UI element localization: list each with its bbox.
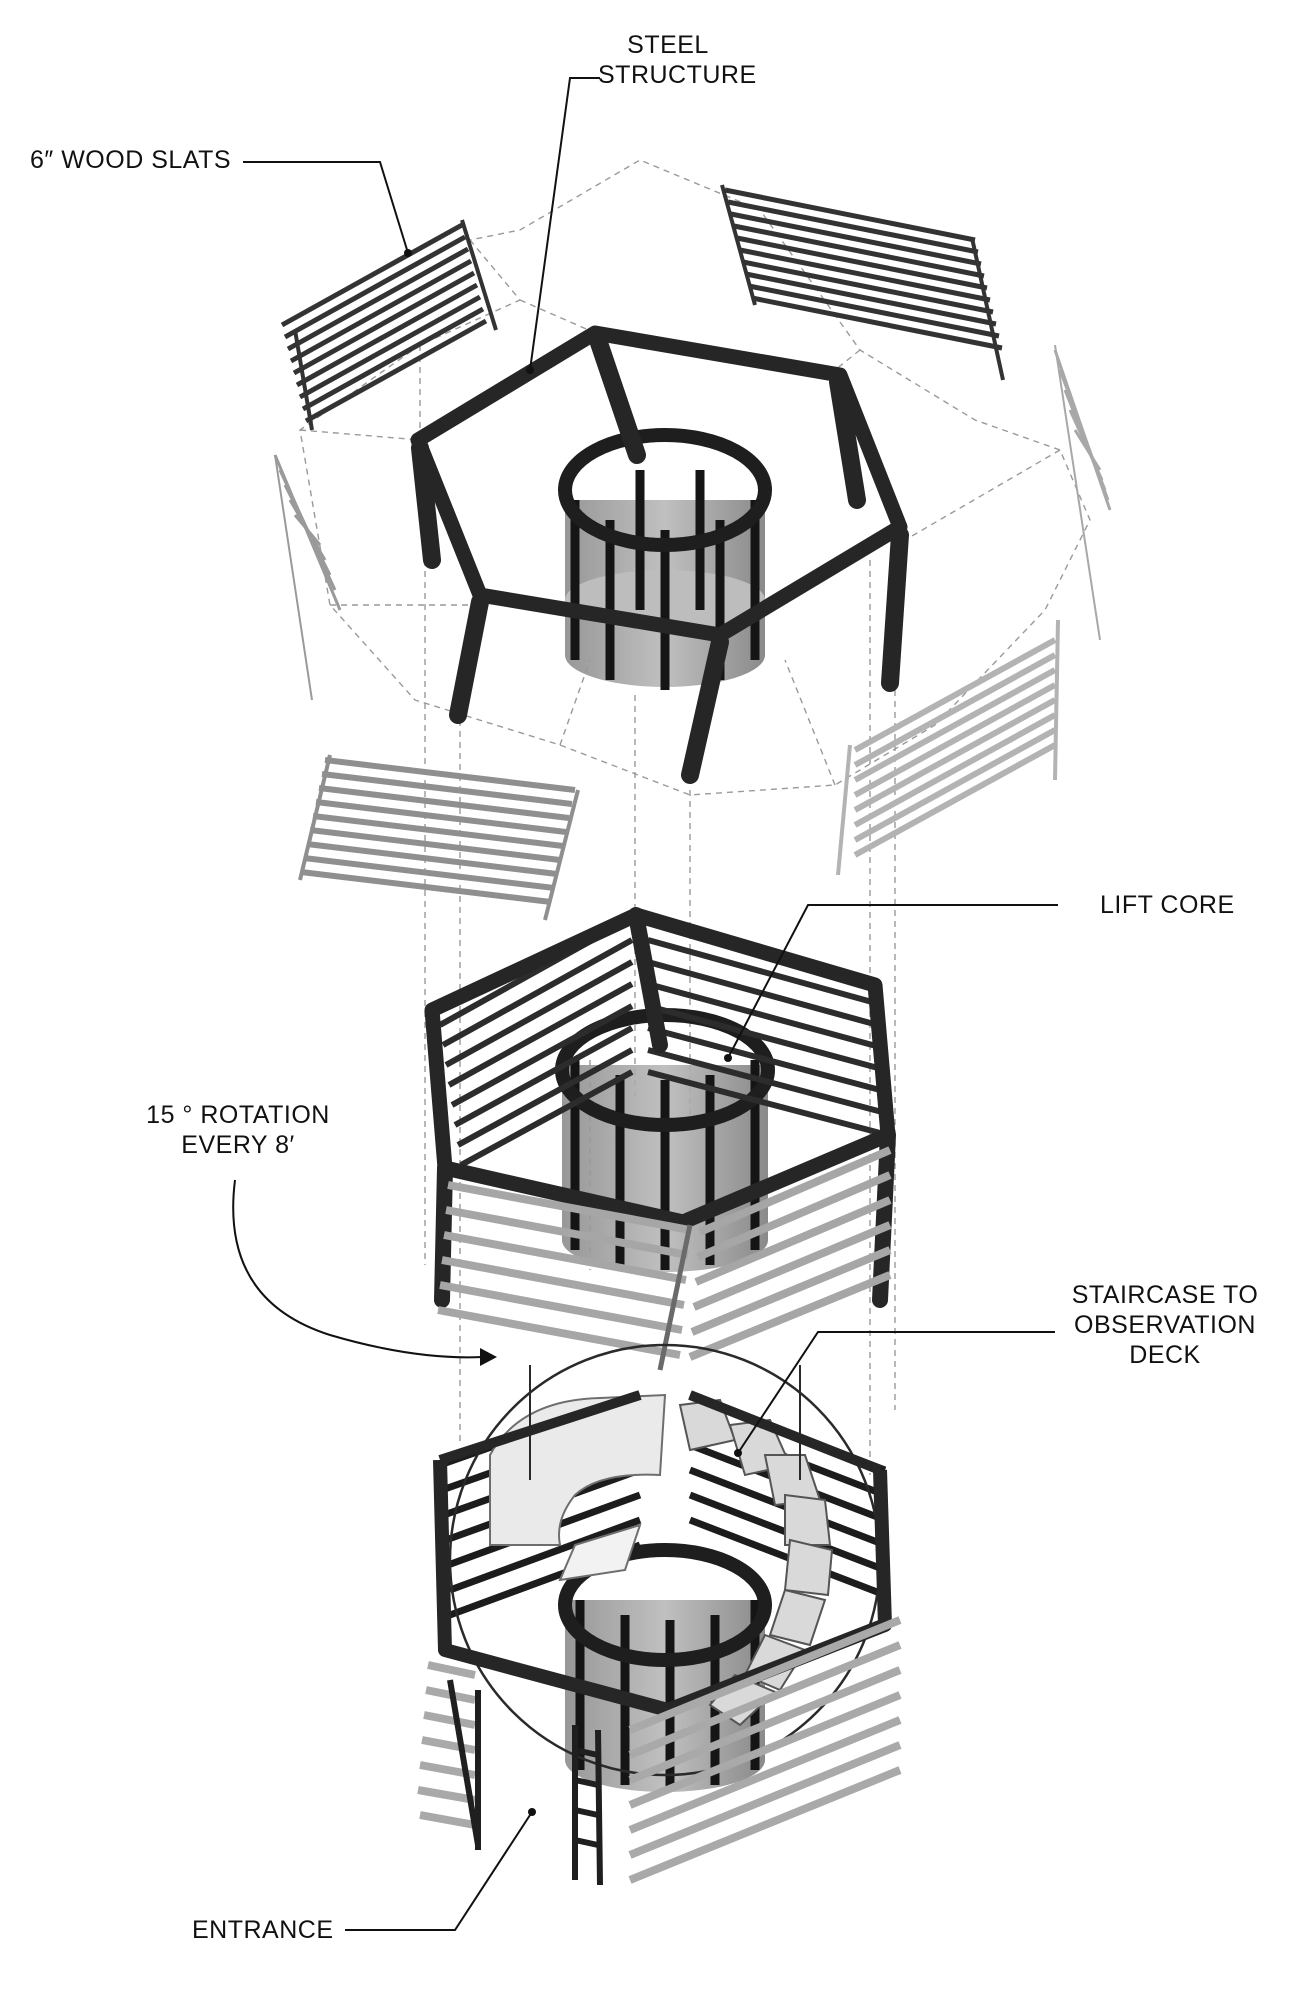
rotation-line-2: EVERY 8′	[181, 1131, 295, 1159]
staircase-line-1: STAIRCASE TO	[1071, 1281, 1259, 1309]
entrance-door-panels	[447, 1679, 603, 1886]
steel-structure-line-2: STRUCTURE	[598, 61, 757, 89]
annotation-leader-lines	[232, 77, 1058, 1931]
annotation-leader-dots	[404, 249, 742, 1816]
lift-core-middle	[555, 1008, 775, 1272]
rotation-line-1: 15 ° ROTATION	[146, 1101, 330, 1129]
wood-slats-label: 6″ WOOD SLATS	[30, 146, 232, 174]
wood-slat-panel-nw	[280, 219, 498, 431]
steel-structure-line-1: STEEL	[627, 31, 709, 59]
entrance-label: ENTRANCE	[192, 1916, 334, 1944]
rotation-arrowhead	[480, 1348, 497, 1366]
lift-core-upper	[558, 428, 772, 690]
steel-structure-hexagon	[410, 325, 909, 784]
wood-slat-panel-sw	[298, 754, 580, 921]
staircase-label: STAIRCASE TO OBSERVATION DECK	[1070, 1280, 1260, 1370]
staircase-line-3: DECK	[1129, 1341, 1201, 1369]
middle-front-slat-walls	[437, 1146, 892, 1371]
steel-structure-lower	[433, 1390, 892, 1717]
wood-slat-panel-e	[1053, 344, 1112, 641]
steel-structure-label: STEEL STRUCTURE	[598, 30, 757, 90]
lift-core-label: LIFT CORE	[1100, 891, 1235, 919]
rotation-label: 15 ° ROTATION EVERY 8′	[128, 1100, 348, 1160]
wood-slat-panel-ne	[720, 184, 1005, 381]
steel-structure-middle	[424, 907, 896, 1308]
wood-slat-panel-se	[836, 619, 1060, 876]
staircase-line-2: OBSERVATION	[1074, 1311, 1256, 1339]
wood-slat-panel-w	[273, 454, 342, 701]
